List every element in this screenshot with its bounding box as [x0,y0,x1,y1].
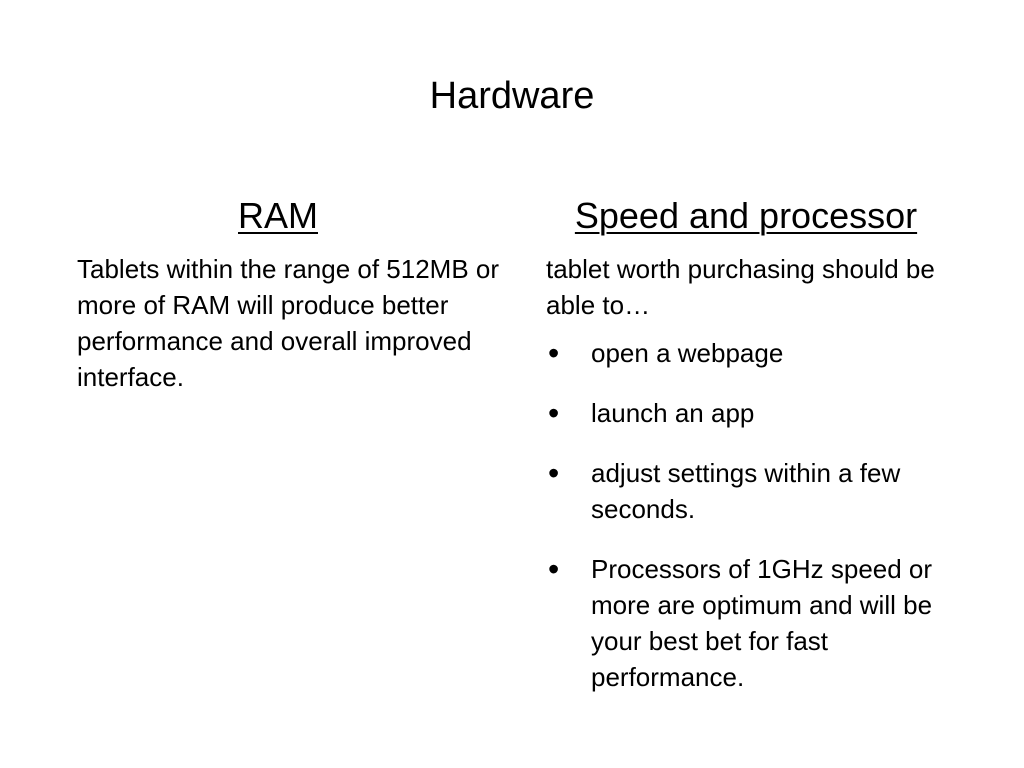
ram-description: Tablets within the range of 512MB or mor… [77,254,500,392]
speed-bullet-list: • open a webpage • launch an app • adjus… [546,335,976,695]
bullet-text: adjust settings within a few seconds. [591,458,901,524]
bullet-dot-icon: • [548,335,560,371]
bullet-text: open a webpage [591,338,784,368]
bullet-item: • Processors of 1GHz speed or more are o… [546,551,971,695]
slide-title: Hardware [429,75,595,117]
bullet-dot-icon: • [548,551,560,587]
speed-processor-heading: Speed and processor [574,195,918,236]
bullet-item: • adjust settings within a few seconds. [546,455,971,527]
bullet-dot-icon: • [548,395,560,431]
ram-heading: RAM [238,195,318,236]
bullet-item: • launch an app [546,395,971,431]
speed-intro-text: tablet worth purchasing should be able t… [546,254,935,320]
bullet-item: • open a webpage [546,335,971,371]
bullet-text: launch an app [591,398,755,428]
bullet-text: Processors of 1GHz speed or more are opt… [591,554,933,692]
bullet-dot-icon: • [548,455,560,491]
speed-processor-body: tablet worth purchasing should be able t… [546,251,976,695]
